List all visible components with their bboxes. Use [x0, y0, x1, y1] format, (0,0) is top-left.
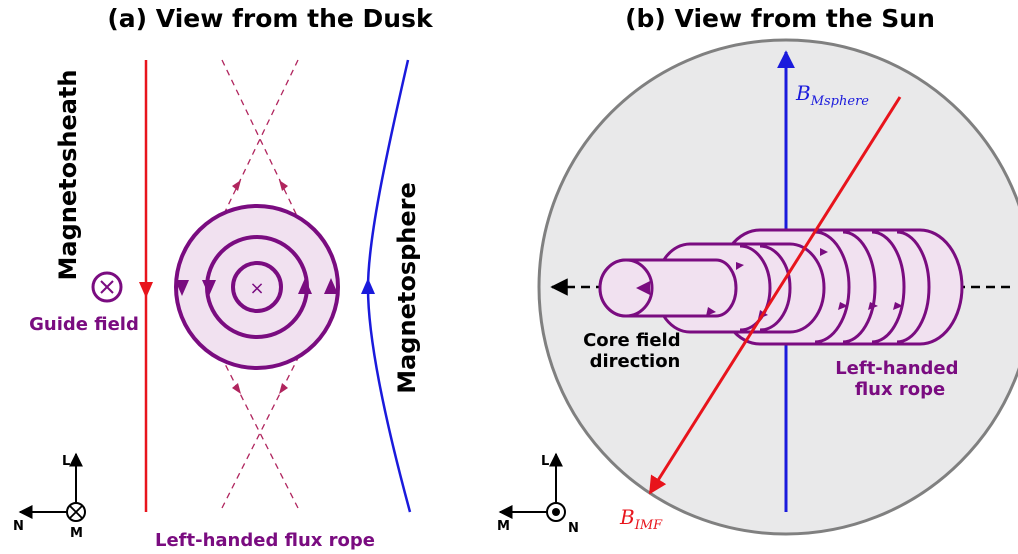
coordinate-axes-a	[18, 452, 86, 522]
guide-field-into-page-icon	[91, 271, 123, 303]
magnetosheath-label: Magnetosheath	[54, 70, 82, 281]
core-field-into-page-icon: ×	[249, 278, 264, 299]
separatrix-lines	[221, 59, 299, 509]
axis-label-m-a: M	[70, 526, 83, 541]
panel-a: (a) View from the Dusk ×	[13, 4, 434, 551]
panel-b-title: (b) View from the Sun	[625, 4, 935, 33]
axis-label-m-b: M	[497, 519, 510, 534]
flux-rope-3d	[598, 228, 964, 346]
guide-field-label: Guide field	[29, 314, 139, 335]
b-imf-label: BIMF	[619, 505, 663, 533]
core-field-label: Core field direction	[583, 330, 687, 372]
flux-rope-cross-section: ×	[174, 204, 340, 370]
b-msphere-label: BMsphere	[795, 81, 869, 109]
magnetosheath-field-arrow	[139, 282, 153, 298]
magnetosphere-label: Magnetosphere	[393, 182, 421, 394]
separatrix-arrows	[232, 180, 288, 394]
magnetosphere-field-arrow	[361, 278, 375, 294]
coordinate-axes-b	[498, 452, 566, 522]
axis-label-l-a: L	[62, 454, 70, 469]
panel-b: (b) View from the Sun BMsphere	[497, 4, 1018, 536]
flux-rope-arrows	[636, 248, 903, 319]
axis-label-l-b: L	[541, 454, 549, 469]
axis-label-n-a: N	[13, 519, 24, 534]
flux-rope-label-a: Left-handed flux rope	[155, 530, 375, 551]
panel-a-title: (a) View from the Dusk	[107, 4, 434, 33]
flux-rope-label-b: Left-handed flux rope	[835, 358, 965, 400]
axis-label-n-b: N	[568, 521, 579, 536]
b-imf-arrow	[648, 96, 902, 495]
